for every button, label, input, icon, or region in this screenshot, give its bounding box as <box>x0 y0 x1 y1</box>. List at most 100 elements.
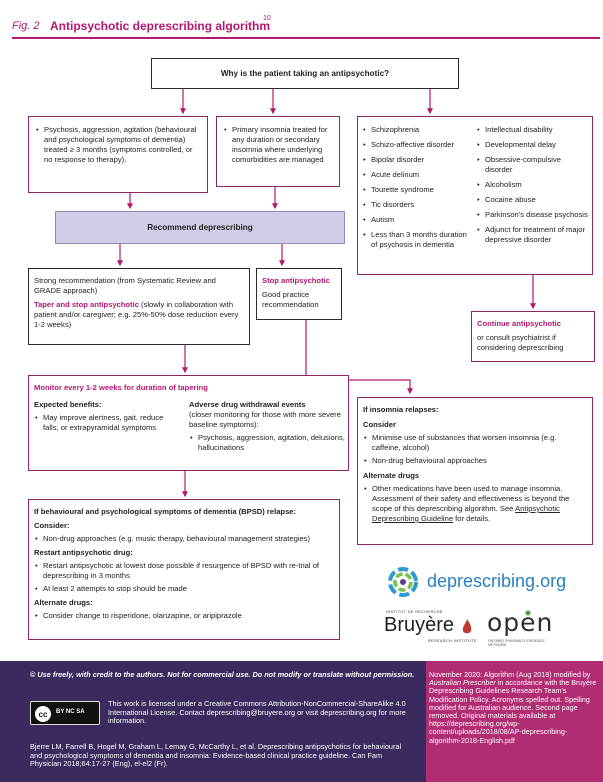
cc-badge: cc BY NC SA <box>30 701 100 725</box>
continue-title: Continue antipsychotic <box>477 319 561 328</box>
insomnia-alt-title: Alternate drugs <box>363 471 420 480</box>
bpsd-alt-title: Alternate drugs: <box>34 598 93 607</box>
flame-icon <box>462 619 472 634</box>
list-item: Intellectual disability <box>476 125 588 135</box>
guideline-link[interactable]: Antipsychotic Deprescribing Guideline <box>372 504 560 523</box>
question-text: Why is the patient taking an antipsychot… <box>220 68 390 78</box>
bruyere-logo-text: Bruyère <box>384 614 455 636</box>
taper-instruction: Taper and stop antipsychotic (slowly in … <box>34 300 244 330</box>
open-logo-mark <box>525 610 531 616</box>
list-item: Restart antipsychotic at lowest dose pos… <box>34 561 334 581</box>
taper-recommendation: Strong recommendation (from Systematic R… <box>34 276 216 295</box>
deprescribing-logo: deprescribing.org <box>385 564 595 600</box>
taper-title: Taper and stop antipsychotic <box>34 300 139 309</box>
list-item: At least 2 attempts to stop should be ma… <box>34 584 334 594</box>
open-logo: open ONTARIO PHARMACY EVIDENCE NETWORK <box>487 608 567 648</box>
figure-title: Antipsychotic deprescribing algorithm <box>50 19 271 33</box>
adverse-list: Psychosis, aggression, agitation, delusi… <box>189 433 345 453</box>
list-item: Other medications have been used to mana… <box>363 484 587 524</box>
adverse-title: Adverse drug withdrawal events <box>189 400 306 409</box>
insomnia-indication-box: Primary insomnia treated for any duratio… <box>216 116 340 187</box>
adverse-subtitle: (closer monitoring for those with more s… <box>189 410 341 429</box>
bpsd-alt-list: Consider change to risperidone, olanzapi… <box>34 611 334 621</box>
svg-text:cc: cc <box>39 710 48 719</box>
note-journal: Australian Prescriber <box>429 678 496 688</box>
insomnia-alt-text: Other medications have been used to mana… <box>372 484 570 513</box>
insomnia-relapse-box: If insomnia relapses: Consider Minimise … <box>357 397 593 545</box>
open-logo-sub: ONTARIO PHARMACY EVIDENCE NETWORK <box>488 639 545 647</box>
bpsd-restart-title: Restart antipsychotic drug: <box>34 548 133 557</box>
citation-text: Bjerre LM, Farrell B, Hogel M, Graham L,… <box>30 742 402 769</box>
license-text: This work is licensed under a Creative C… <box>108 699 406 726</box>
continue-indications-col2: Intellectual disability Developmental de… <box>476 125 588 245</box>
insomnia-consider-title: Consider <box>363 420 396 429</box>
insomnia-alt-list: Other medications have been used to mana… <box>363 484 587 524</box>
footer-left: © Use freely, with credit to the authors… <box>0 661 426 782</box>
bpsd-restart-list: Restart antipsychotic at lowest dose pos… <box>34 561 334 594</box>
list-item: Tourette syndrome <box>362 185 474 195</box>
continue-indications-box: Schizophrenia Schizo-affective disorder … <box>357 116 593 275</box>
list-item: Cocaine abuse <box>476 195 588 205</box>
continue-box: Continue antipsychotic or consult psychi… <box>471 311 595 362</box>
figure-label: Fig. 2 <box>12 20 40 32</box>
benefits-list: May improve alertness, gait, reduce fall… <box>34 413 180 433</box>
list-item: Schizophrenia <box>362 125 474 135</box>
deprescribing-logo-text: deprescribing.org <box>427 571 567 591</box>
bpsd-relapse-title: If behavioural and psychological symptom… <box>34 507 297 516</box>
insomnia-consider-list: Minimise use of substances that worsen i… <box>363 433 587 466</box>
list-item: Adjunct for treatment of major depressiv… <box>476 225 588 245</box>
bruyere-logo: INSTITUT DE RECHERCHE Bruyère RESEARCH I… <box>384 610 480 648</box>
stop-box: Stop antipsychotic Good practice recomme… <box>256 268 342 320</box>
bpsd-indication-list: Psychosis, aggression, agitation (behavi… <box>35 125 201 165</box>
list-item: Parkinson's disease psychosis <box>476 210 588 220</box>
list-item: Bipolar disorder <box>362 155 474 165</box>
bpsd-consider-title: Consider: <box>34 521 70 530</box>
footer: © Use freely, with credit to the authors… <box>0 661 603 782</box>
benefits-title: Expected benefits: <box>34 400 102 409</box>
list-item: Obsessive-compulsive disorder <box>476 155 588 175</box>
use-freely-notice: © Use freely, with credit to the authors… <box>30 670 415 679</box>
list-item: Non-drug approaches (e.g. music therapy,… <box>34 534 334 544</box>
figure-header: Fig. 2 Antipsychotic deprescribing algor… <box>0 0 603 39</box>
bpsd-relapse-box: If behavioural and psychological symptom… <box>28 499 340 640</box>
insomnia-indication-list: Primary insomnia treated for any duratio… <box>223 125 333 165</box>
list-item: May improve alertness, gait, reduce fall… <box>34 413 180 433</box>
header-rule <box>12 37 600 39</box>
deprescribing-logo-icon <box>388 567 418 597</box>
recommend-deprescribing-label: Recommend deprescribing <box>147 222 253 232</box>
recommend-deprescribing-box: Recommend deprescribing <box>55 211 345 244</box>
list-item: Alcoholism <box>476 180 588 190</box>
insomnia-alt-end: for details. <box>453 514 491 523</box>
list-item: Non-drug behavioural approaches <box>363 456 587 466</box>
list-item: Schizo-affective disorder <box>362 140 474 150</box>
monitor-title: Monitor every 1-2 weeks for duration of … <box>34 383 208 392</box>
list-item: Less than 3 months duration of psychosis… <box>362 230 474 250</box>
list-item: Psychosis, aggression, agitation, delusi… <box>189 433 345 453</box>
stop-title: Stop antipsychotic <box>262 276 330 285</box>
list-item: Developmental delay <box>476 140 588 150</box>
modification-note: November 2020: Algorithm (Aug 2018) modi… <box>429 670 599 745</box>
open-logo-text: open <box>487 608 554 637</box>
bpsd-consider-list: Non-drug approaches (e.g. music therapy,… <box>34 534 334 544</box>
bpsd-indication-box: Psychosis, aggression, agitation (behavi… <box>28 116 208 193</box>
monitor-box: Monitor every 1-2 weeks for duration of … <box>28 375 349 471</box>
title-superscript: 10 <box>263 15 271 22</box>
cc-icon: cc <box>35 706 51 722</box>
note-lead: November 2020: Algorithm (Aug 2018) modi… <box>429 670 591 679</box>
note-rest: in accordance with the Bruyère Deprescri… <box>429 678 597 745</box>
stop-text: Good practice recommendation <box>262 290 319 309</box>
list-item: Minimise use of substances that worsen i… <box>363 433 587 453</box>
benefits-column: Expected benefits: May improve alertness… <box>34 400 180 433</box>
cc-badge-label: BY NC SA <box>56 709 85 715</box>
bruyere-logo-small: INSTITUT DE RECHERCHE <box>386 610 443 614</box>
insomnia-relapse-title: If insomnia relapses: <box>363 405 439 414</box>
continue-indications-col1: Schizophrenia Schizo-affective disorder … <box>362 125 474 250</box>
list-item: Psychosis, aggression, agitation (behavi… <box>35 125 201 165</box>
bruyere-logo-sub: RESEARCH INSTITUTE <box>428 639 477 643</box>
taper-box: Strong recommendation (from Systematic R… <box>28 268 250 345</box>
list-item: Acute delirium <box>362 170 474 180</box>
continue-text: or consult psychiatrist if considering d… <box>477 333 564 352</box>
footer-note-panel: November 2020: Algorithm (Aug 2018) modi… <box>426 661 603 782</box>
question-box: Why is the patient taking an antipsychot… <box>151 58 459 89</box>
list-item: Tic disorders <box>362 200 474 210</box>
